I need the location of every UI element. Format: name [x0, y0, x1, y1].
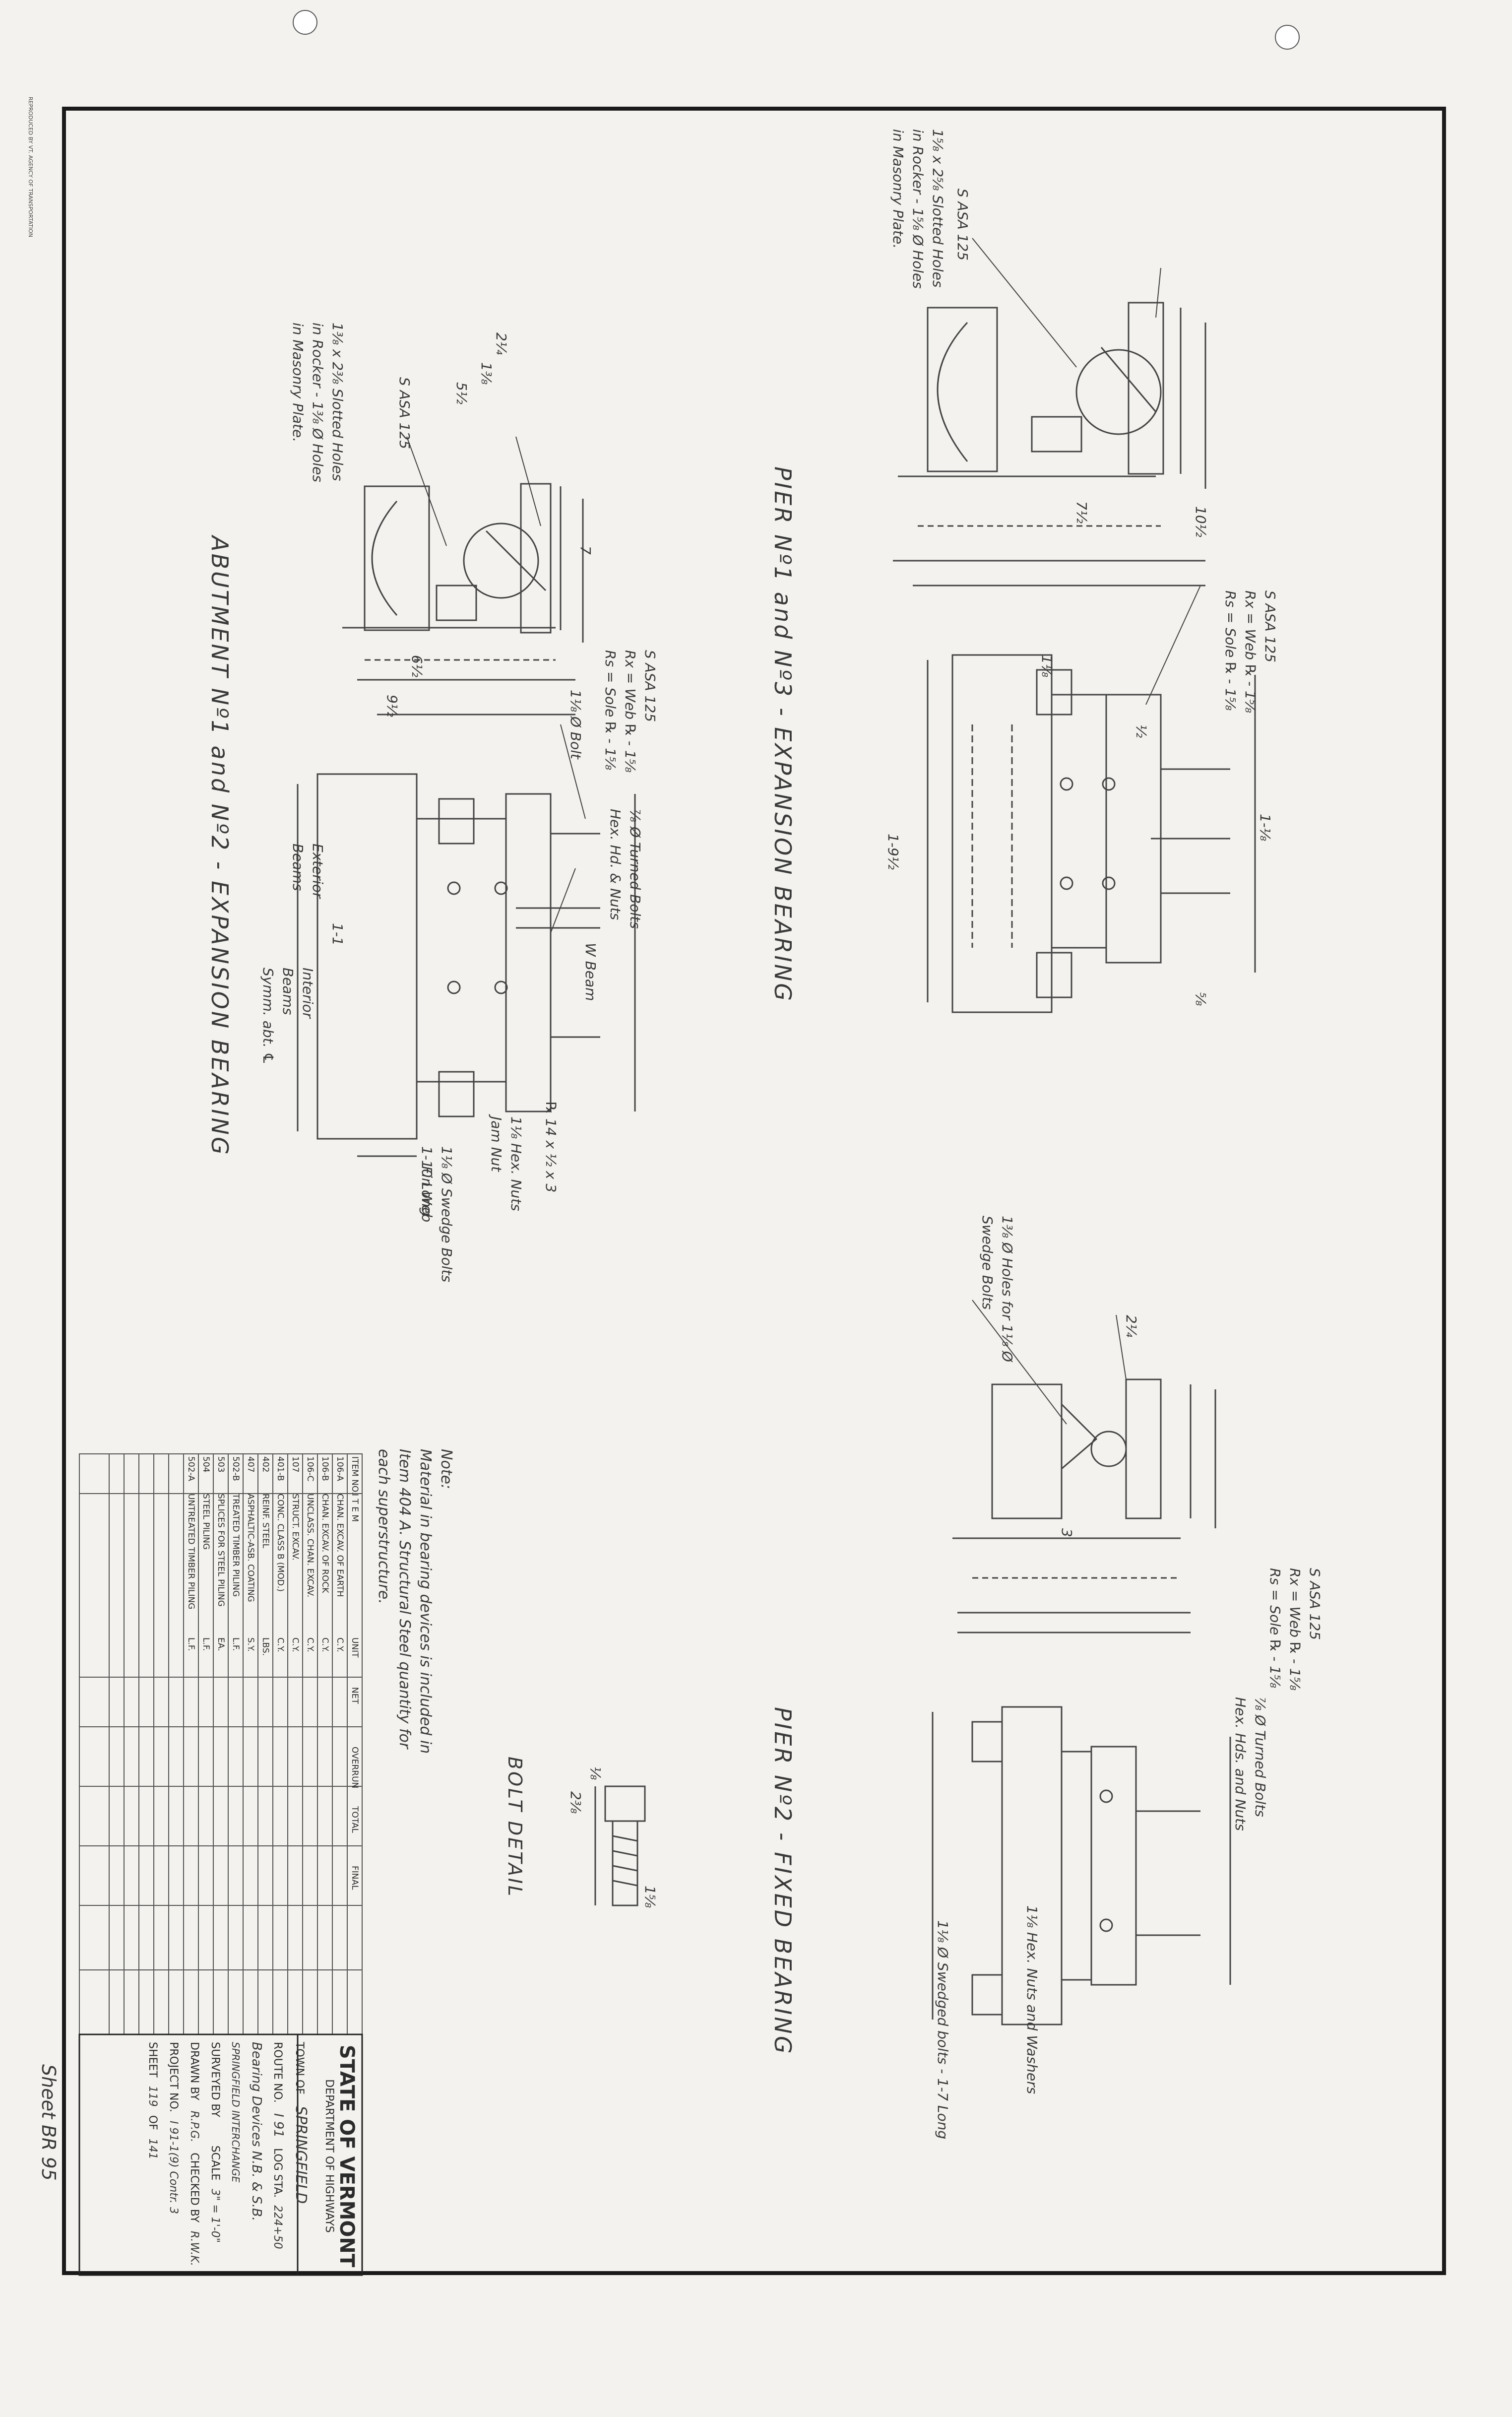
- quantity-table-grid: [79, 1453, 363, 2035]
- dim-label: ⅝: [1193, 992, 1209, 1006]
- table-row: 401-B CONC. CLASS B (MOD.) C.Y.: [275, 1456, 285, 1652]
- pier13-bearing-plan: [927, 654, 1256, 1013]
- plate-callout: ℞ 14 x ½ x 3: [543, 1102, 559, 1193]
- dim-label: 1-1: [329, 923, 346, 946]
- project-value: I 91-1(9) Contr. 3: [167, 2120, 180, 2214]
- hex-nuts-callout: 1⅛ Hex. Nuts Jam Nut: [488, 1116, 524, 1211]
- pier2-swedged-callout: 1⅛ Ø Swedged bolts - 1-7 Long: [935, 1920, 951, 2140]
- asa-pier-label: S ASA 125: [954, 189, 971, 261]
- quantity-table: ITEM NO. I T E M UNIT NET OVERRUN TOTAL …: [184, 1456, 362, 1925]
- log-value: 224+50: [271, 2205, 284, 2249]
- dim-label: 6½: [409, 655, 425, 677]
- pier2-fixed-elevation: [952, 1378, 1216, 1633]
- checked-value: R.W.K.: [188, 2231, 200, 2266]
- project-label: PROJECT NO.: [167, 2042, 180, 2112]
- sheet-reference: Sheet BR 95: [38, 2064, 60, 2181]
- description-line-2: SPRINGFIELD INTERCHANGE: [230, 2042, 242, 2183]
- table-row: 504 STEEL PILING L.F.: [201, 1456, 211, 1651]
- route-value: I 91: [271, 2113, 286, 2138]
- abutment-rocker-elevation: [342, 483, 584, 716]
- turned-bolts-callout: ⅞ Ø Turned Bolts Hex. Hd. & Nuts: [607, 809, 643, 929]
- table-row: 106-B CHAN. EXCAV. OF ROCK C.Y.: [320, 1456, 330, 1652]
- punch-hole-right: [1275, 25, 1300, 50]
- dim-label: 7: [577, 546, 594, 555]
- dim-label: 2¼: [1123, 1315, 1139, 1337]
- table-row: 502-B TREATED TIMBER PILING L.F.: [231, 1456, 241, 1651]
- table-row: 106-A CHAN. EXCAV. OF EARTH C.Y.: [335, 1456, 345, 1652]
- title-block-frame: [78, 2033, 363, 2276]
- w-beam-callout: W Beam: [582, 943, 599, 1001]
- dim-label: 7½: [1073, 501, 1090, 523]
- bolt-detail-drawing: [594, 1785, 646, 1906]
- interior-beams-callout: Interior Beams Symm. abt. ℄: [260, 968, 316, 1065]
- pier2-turned-bolts-callout: ⅞ Ø Turned Bolts Hex. Hds. and Nuts: [1232, 1697, 1268, 1831]
- state-title: STATE OF VERMONT: [335, 2044, 358, 2268]
- bolt-dim: ⅛: [587, 1766, 604, 1780]
- dim-label: 1⅛: [1039, 655, 1055, 677]
- dim-label: ½: [1133, 724, 1149, 738]
- asa-abutment-label: S ASA 125: [396, 377, 413, 450]
- of-value: 141: [146, 2138, 159, 2159]
- dim-label: 1-9½: [885, 834, 901, 870]
- dim-label: 2¼: [493, 332, 509, 355]
- general-note: Note: Material in bearing devices is inc…: [375, 1449, 455, 1754]
- abutment-bearing-plan: [297, 773, 636, 1157]
- dim-label: 1-⅛: [1257, 814, 1273, 842]
- table-row: 502-A UNTREATED TIMBER PILING L.F.: [186, 1456, 196, 1651]
- asa-block-pier2: S ASA 125 Rx = Web ℞ - 1⅝ Rs = Sole ℞ - …: [1267, 1568, 1323, 1691]
- bolt-detail-title: BOLT DETAIL: [504, 1757, 526, 1898]
- of-label: OF: [146, 2115, 159, 2130]
- slotted-holes-abutment-note: 1⅜ x 2⅜ Slotted Holes in Rocker - 1⅜ Ø H…: [290, 323, 346, 482]
- table-row: 107 STRUCT. EXCAV. C.Y.: [290, 1456, 300, 1652]
- exterior-beams-callout: Exterior Beams: [290, 844, 326, 899]
- leader-lines: [406, 238, 1201, 1425]
- table-row: 402 REINF. STEEL LBS.: [260, 1456, 270, 1656]
- abutment-drawing-title: ABUTMENT Nº1 and Nº2 - EXPANSION BEARING: [206, 536, 233, 1157]
- pier2-holes-callout: 1⅜ Ø Holes for 1⅛ Ø Swedge Bolts: [979, 1216, 1015, 1362]
- sheet-label: SHEET: [146, 2042, 159, 2078]
- table-row: 503 SPLICES FOR STEEL PILING EA.: [216, 1456, 226, 1651]
- bolt-dim: 2⅜: [567, 1791, 584, 1814]
- table-header: ITEM NO. I T E M UNIT NET OVERRUN TOTAL …: [350, 1456, 360, 1890]
- department-title: DEPARTMENT OF HIGHWAYS: [323, 2079, 335, 2233]
- town-label: TOWN OF: [293, 2042, 306, 2094]
- punch-hole-left: [293, 10, 317, 35]
- bolt-callout: 1⅛ Ø Bolt: [567, 690, 584, 759]
- pier2-hex-callout: 1⅛ Hex. Nuts and Washers: [1024, 1905, 1040, 2094]
- surveyed-label: SURVEYED BY: [209, 2042, 221, 2117]
- route-label: ROUTE NO.: [271, 2042, 284, 2103]
- log-label: LOG STA.: [271, 2148, 284, 2198]
- dim-label: 3: [1059, 1528, 1075, 1537]
- drawn-value: R.P.G.: [188, 2110, 200, 2143]
- pier13-drawing-title: PIER Nº1 and Nº3 - EXPANSION BEARING: [769, 466, 796, 1003]
- scale-label: SCALE: [209, 2145, 221, 2181]
- asa-block-abutment: S ASA 125 Rx = Web ℞ - 1⅝ Rs = Sole ℞ - …: [602, 650, 658, 773]
- scale-value: 3" = 1'-0": [209, 2189, 221, 2243]
- table-row: 106-C UNCLASS. CHAN. EXCAV. C.Y.: [305, 1456, 315, 1652]
- slotted-holes-pier-note: 1⅝ x 2⅝ Slotted Holes in Rocker - 1⅝ Ø H…: [890, 129, 946, 289]
- table-row: 407 ASPHALTIC-ASB. COATING S.Y.: [246, 1456, 255, 1652]
- bolt-dim: 1⅝: [642, 1886, 658, 1908]
- asa-block-pier13: S ASA 125 Rx = Web ℞ - 1⅝ Rs = Sole ℞ - …: [1222, 590, 1278, 713]
- sheet-value: 119: [146, 2086, 159, 2107]
- dim-label: 1⅜: [478, 362, 495, 385]
- pier2-fixed-plan: [932, 1706, 1231, 2025]
- dim-label: 5½: [453, 382, 470, 404]
- pier13-rocker-elevation: [893, 302, 1206, 587]
- dim-label: 10½: [1193, 506, 1209, 537]
- description-line-1: Bearing Devices N.B. & S.B.: [249, 2042, 264, 2221]
- town-value: SPRINGFIELD: [292, 2105, 310, 2204]
- fin-web-callout: Fin Web: [419, 1166, 435, 1223]
- sheet-border: [62, 107, 1446, 2275]
- dim-label: 9½: [384, 695, 400, 717]
- checked-label: CHECKED BY: [188, 2153, 200, 2223]
- pier2-drawing-title: PIER Nº2 - FIXED BEARING: [769, 1707, 796, 2056]
- drawn-label: DRAWN BY: [188, 2042, 200, 2100]
- title-block: STATE OF VERMONT DEPARTMENT OF HIGHWAYS …: [142, 2042, 358, 2270]
